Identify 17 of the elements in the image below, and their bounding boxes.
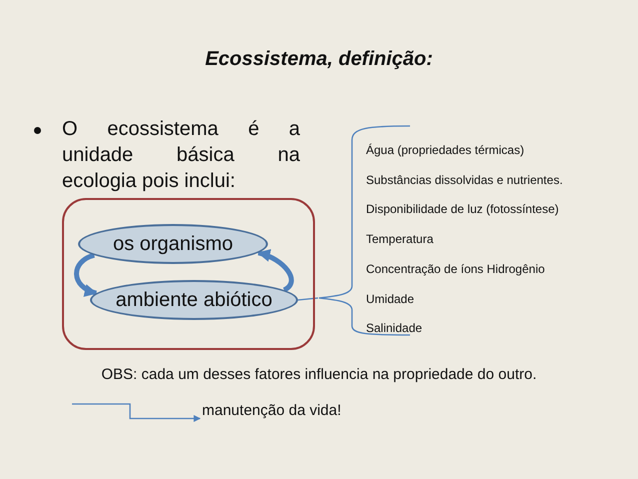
- title: Ecossistema, definição:: [204, 48, 434, 71]
- arrow: [72, 403, 201, 422]
- arrow: [257, 250, 294, 292]
- list-item: Umidade: [366, 290, 414, 306]
- container-box: [62, 198, 315, 350]
- ellipse-node: os organismo: [78, 224, 268, 264]
- list-item: Disponibilidade de luz (fotossíntese): [366, 201, 559, 218]
- list-item: Temperatura: [366, 231, 434, 248]
- connector-line: [298, 297, 318, 301]
- node-label: manutenção da vida!: [202, 402, 342, 419]
- note-text: OBS: cada um desses fatores influencia na propriedade do outro.: [100, 366, 538, 383]
- bullet-text: O ecossistema é a unidade básica na ecologia pois inclui:: [62, 117, 300, 194]
- list-item: Concentração de íons Hidrogênio: [366, 260, 545, 277]
- ellipse-node: ambiente abiótico: [90, 280, 298, 320]
- list-item: Substâncias dissolvidas e nutrientes.: [366, 172, 563, 188]
- list-item: Salinidade: [366, 320, 422, 336]
- list-item: Água (propriedades térmicas): [366, 142, 524, 158]
